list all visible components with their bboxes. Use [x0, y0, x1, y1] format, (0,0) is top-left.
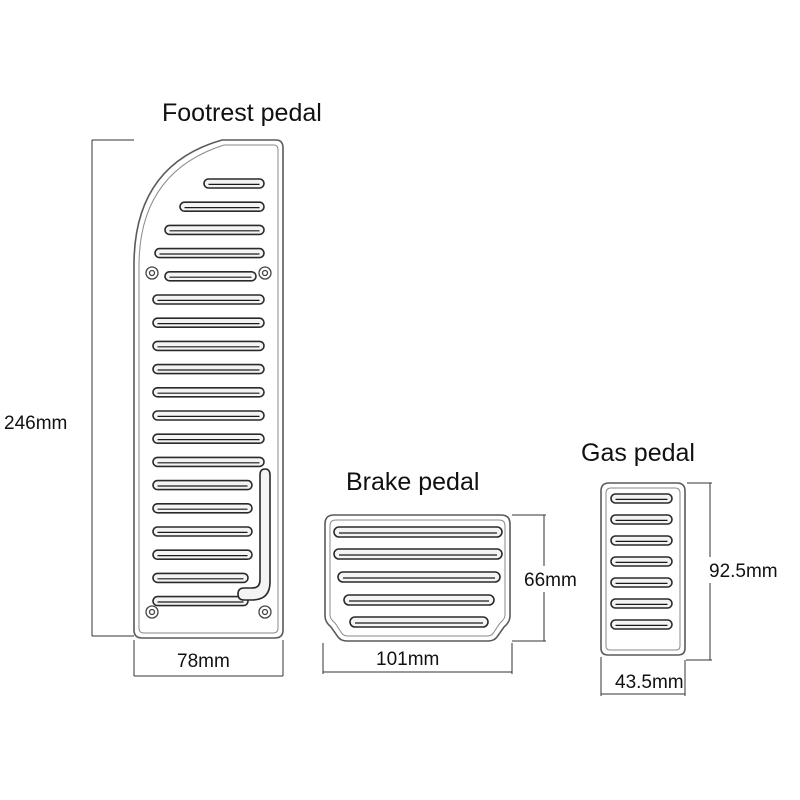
pedal-slot [610, 577, 673, 588]
footrest-pedal-title: Footrest pedal [162, 99, 322, 127]
pedal-slot [333, 548, 503, 560]
pedal-slot [152, 363, 265, 375]
pedal-slot [152, 526, 253, 537]
gas-pedal-outline [600, 482, 686, 656]
gas-width-label: 43.5mm [615, 672, 684, 693]
brake-width-label: 101mm [376, 649, 439, 670]
pedal-slot [343, 594, 495, 606]
pedal-slot [152, 549, 253, 561]
pedal-slot [152, 502, 253, 514]
gas-pedal-slots [610, 493, 673, 630]
pedal-slot [349, 616, 489, 628]
screw-icon [261, 608, 269, 616]
gas-pedal-inner-edge [605, 487, 681, 651]
pedal-slot [164, 270, 257, 282]
pedal-slot [610, 598, 673, 609]
pedal-slot [152, 294, 265, 305]
brake-width-dimension [322, 643, 513, 674]
brake-pedal: Brake pedal 66mm 101mm [322, 468, 599, 674]
pedal-slot [164, 224, 265, 236]
pedal-slot [152, 386, 265, 398]
pedal-slot [154, 247, 265, 259]
pedal-slot [610, 493, 673, 504]
screw-icon [261, 269, 269, 277]
pedal-slot [179, 201, 265, 212]
pedal-slot [337, 571, 501, 583]
footrest-pedal-slots [152, 178, 265, 607]
footrest-height-label: 246mm [4, 413, 67, 434]
footrest-pedal-screws [145, 266, 272, 619]
footrest-width-label: 78mm [177, 651, 230, 672]
pedal-slot [152, 595, 249, 607]
pedal-slot [152, 317, 265, 329]
footrest-pedal-inner-edge [138, 144, 279, 634]
pedal-slot [203, 178, 265, 189]
pedal-slot [152, 410, 265, 421]
screw-icon [148, 269, 156, 277]
gas-pedal: Gas pedal 92.5mm 43.5mm [581, 439, 798, 696]
footrest-height-dimension [91, 139, 134, 637]
pedal-slot [610, 556, 673, 567]
pedal-slot [333, 526, 503, 538]
gas-height-label: 92.5mm [709, 561, 778, 582]
pedal-slot [152, 456, 265, 468]
brake-pedal-slots [333, 526, 503, 628]
gas-width-dimension [600, 657, 686, 696]
pedal-slot [152, 479, 253, 491]
brake-pedal-inner-edge [329, 519, 506, 637]
footrest-pedal-l-groove [237, 468, 271, 601]
pedal-slot [152, 572, 249, 584]
pedal-slot [610, 514, 673, 525]
screw-icon [148, 608, 156, 616]
footrest-width-dimension [133, 640, 284, 677]
pedal-slot [152, 433, 265, 445]
gas-pedal-title: Gas pedal [581, 439, 695, 467]
pedal-slot [610, 619, 673, 630]
footrest-pedal: Footrest pedal 246mm [2, 99, 322, 677]
pedal-slot [610, 535, 673, 546]
pedal-slot [152, 340, 265, 352]
brake-height-label: 66mm [524, 570, 577, 591]
brake-pedal-title: Brake pedal [346, 468, 479, 496]
